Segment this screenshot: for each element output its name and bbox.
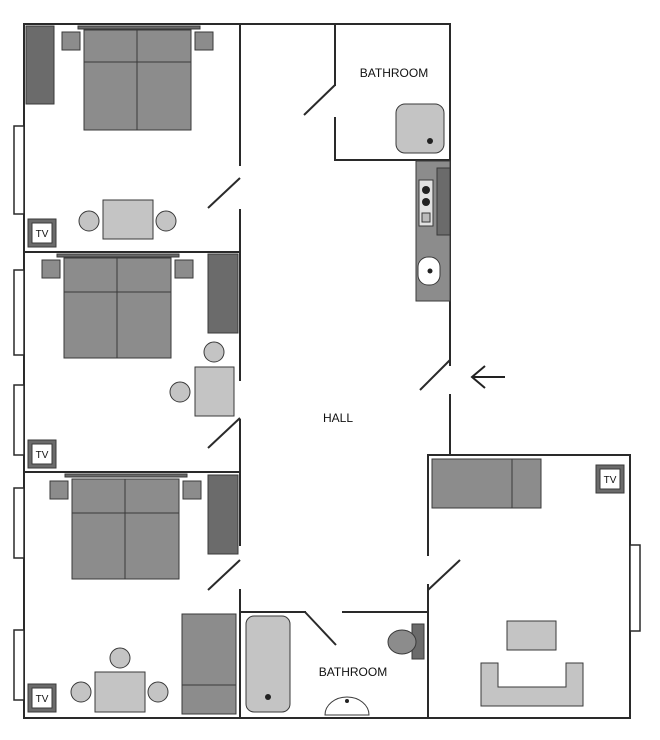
nightstand-left [61,31,81,51]
toilet-icon [387,623,425,660]
nightstand-right [194,31,214,51]
nightstand-left [49,480,69,500]
door-living-room [427,559,461,591]
window-left-4 [13,487,25,559]
bedroom-1: TV [25,25,214,248]
kitchenette [415,160,451,302]
bedroom-3: TV [27,473,239,715]
door-bedroom-1 [207,177,241,209]
living-room: TV [431,458,625,707]
nightstand-right [174,259,194,279]
room-label-bathroom-bottom: BATHROOM [319,665,387,679]
corner-sofa [480,662,584,707]
bedroom-2: TV [27,253,239,469]
chair [169,381,191,403]
wardrobe [25,25,55,105]
door-bathroom-top [303,84,336,116]
table [102,199,154,240]
tv: TV [27,218,57,248]
window-left-3 [13,384,25,456]
wardrobe [207,474,239,555]
headboard [77,25,201,30]
entrance-arrow-icon [470,365,505,389]
table [194,366,235,417]
bathroom-top: BATHROOM [360,66,445,154]
table [94,671,146,713]
doors [207,84,461,646]
nightstand-left [41,259,61,279]
chair [203,341,225,363]
window-left-5 [13,629,25,701]
window-left-1 [13,125,25,215]
tv: TV [27,439,57,469]
tv-label: TV [604,475,617,486]
door-bedroom-2 [207,417,241,449]
tv-label: TV [36,694,49,705]
room-label-bathroom-top: BATHROOM [360,66,428,80]
nightstand-right [182,480,202,500]
chair [147,681,169,703]
window-left-2 [13,269,25,356]
headboard [56,253,180,258]
room-label-hall: HALL [323,411,353,425]
coffee-table [506,620,557,651]
wardrobe-large [181,613,237,715]
bathroom-bottom: BATHROOM [245,615,425,716]
cabinet [436,167,451,236]
wardrobe [207,253,239,334]
shower-drain [427,138,433,144]
bathtub [245,615,291,713]
chair [70,681,92,703]
windows [13,125,641,701]
tv: TV [595,464,625,494]
tv-label: TV [36,229,49,240]
tv-label: TV [36,450,49,461]
chair [155,210,177,232]
shower-tray [395,103,445,154]
washbasin-icon [324,696,370,716]
bathtub-drain [265,694,271,700]
sink-icon [417,256,441,286]
hall: HALL [323,365,505,425]
headboard [64,473,188,478]
chair [109,647,131,669]
stove-icon [418,179,434,227]
door-entrance [419,359,451,391]
door-bedroom-3 [207,559,241,591]
chair [78,210,100,232]
sofa [431,458,542,509]
window-right [629,544,641,632]
tv: TV [27,683,57,713]
door-bathroom-bottom [304,611,337,646]
